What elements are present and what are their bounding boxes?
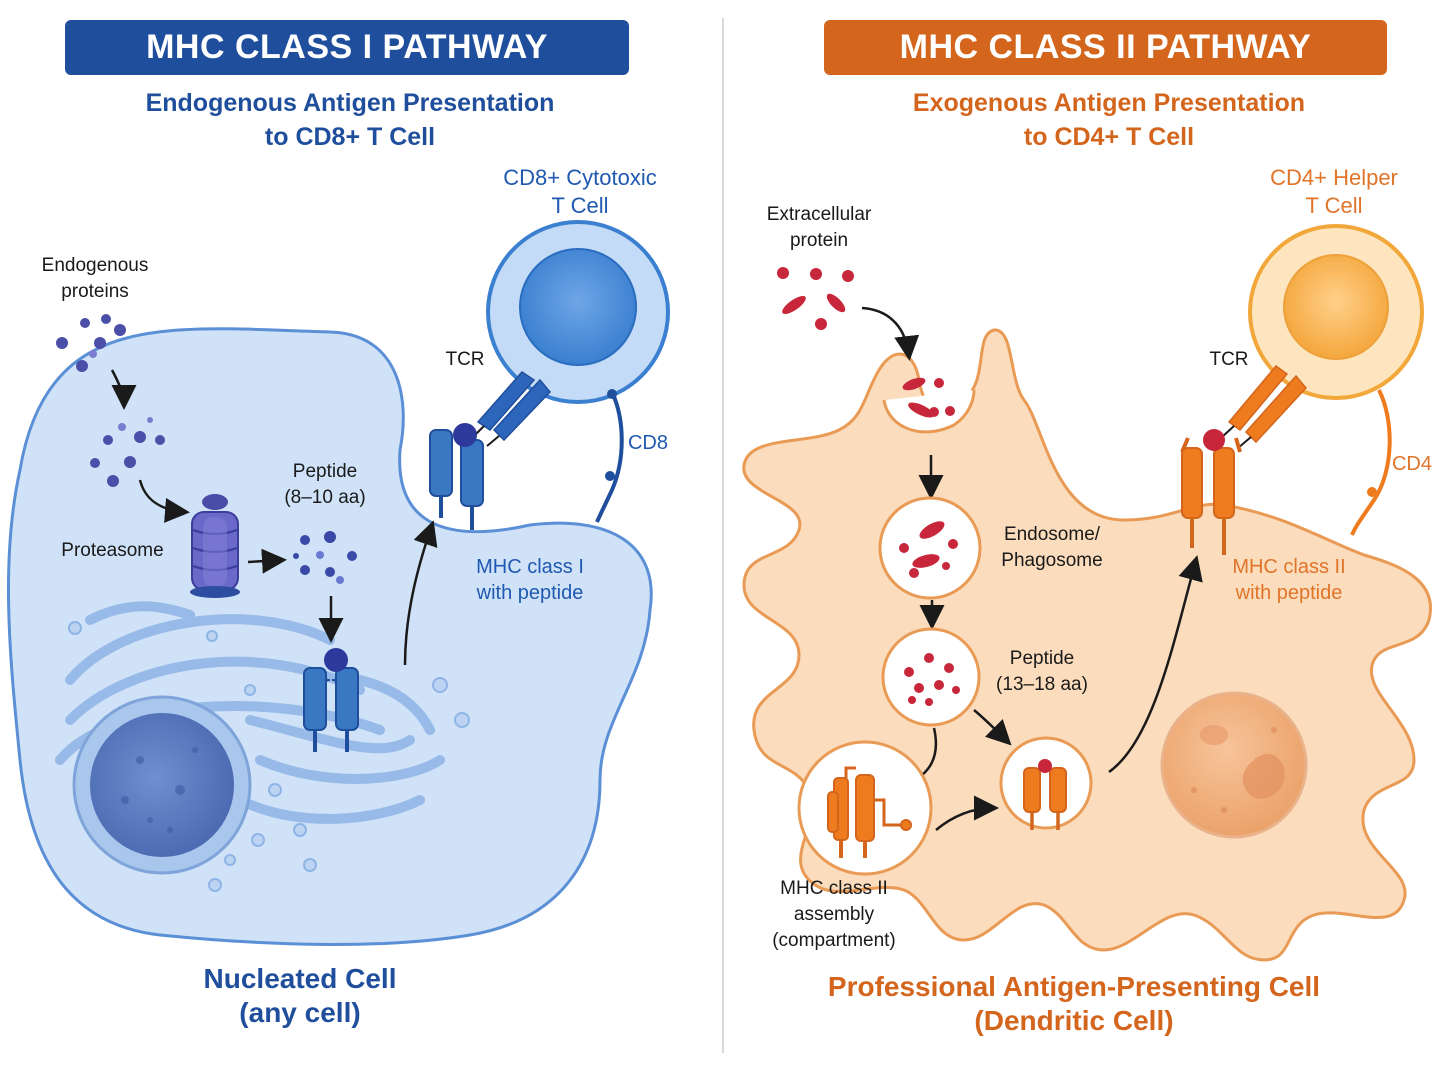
arrow-extracellular-to-uptake bbox=[861, 306, 920, 361]
mhc-class-i-banner: MHC CLASS I PATHWAY bbox=[65, 20, 629, 75]
cd8-label: CD8 bbox=[627, 432, 668, 454]
mhc-class-i-panel: MHC CLASS I PATHWAY Endogenous Antigen P… bbox=[0, 0, 722, 1086]
cd4-coreceptor-icon bbox=[1350, 389, 1392, 536]
panel-divider bbox=[722, 18, 724, 1053]
mhc-class-ii-surface-icon bbox=[1180, 429, 1242, 555]
mhc-class-ii-assembly-label: MHC class II assembly (compartment) bbox=[772, 878, 896, 951]
arrow-peptide-to-loading bbox=[973, 709, 1012, 746]
cd4-t-cell-label: CD4+ Helper T Cell bbox=[1270, 165, 1398, 218]
peptide-compartment-icon bbox=[881, 627, 981, 727]
arrow-assembly-to-loading bbox=[935, 795, 999, 831]
tcr-icon-right bbox=[1221, 364, 1307, 449]
mhc-class-i-subtitle: Endogenous Antigen Presentation to CD8+ … bbox=[145, 89, 555, 151]
mhc-class-ii-panel: MHC CLASS II PATHWAY Exogenous Antigen P… bbox=[724, 0, 1448, 1086]
mhc-class-i-illustration bbox=[6, 220, 670, 946]
endosome-icon bbox=[878, 496, 982, 600]
peptide-dots bbox=[293, 531, 357, 584]
proteasome-label: Proteasome bbox=[61, 540, 164, 561]
cd8-coreceptor-icon bbox=[595, 391, 624, 523]
mhc-class-ii-banner: MHC CLASS II PATHWAY bbox=[824, 20, 1387, 75]
mhc-class-ii-illustration bbox=[742, 224, 1433, 962]
extracellular-protein-label: Extracellular protein bbox=[766, 204, 872, 251]
peptide-label: Peptide (8–10 aa) bbox=[284, 461, 366, 508]
phagocytic-uptake bbox=[882, 377, 976, 434]
connector-peptide-assembly bbox=[921, 727, 938, 776]
nucleated-cell-title: Nucleated Cell (any cell) bbox=[203, 963, 397, 1028]
tcr-label: TCR bbox=[445, 349, 485, 370]
cd8-t-cell-icon bbox=[486, 220, 670, 404]
endogenous-proteins-label: Endogenous proteins bbox=[41, 255, 149, 302]
mhc-class-i-label: MHC class I with peptide bbox=[476, 556, 584, 604]
arrow-loading-to-surface bbox=[1108, 555, 1203, 774]
cd8-t-cell-label: CD8+ Cytotoxic T Cell bbox=[503, 165, 657, 218]
proteasome-icon bbox=[190, 494, 240, 598]
apc-nucleus bbox=[1160, 691, 1308, 839]
endogenous-protein-dots bbox=[56, 314, 126, 372]
mhc-class-ii-label: MHC class II with peptide bbox=[1232, 556, 1346, 604]
mhc-class-i-in-er-icon bbox=[303, 648, 359, 752]
arrow-fragments-to-proteasome bbox=[138, 479, 190, 523]
arrow-er-to-surface bbox=[403, 520, 438, 666]
tcr-label-right: TCR bbox=[1209, 349, 1249, 370]
peptide-loading-compartment-icon bbox=[999, 736, 1093, 830]
extracellular-protein-icons bbox=[777, 267, 854, 330]
apc-title: Professional Antigen-Presenting Cell (De… bbox=[827, 971, 1321, 1036]
endosome-label: Endosome/ Phagosome bbox=[1001, 524, 1103, 571]
vesicles bbox=[68, 621, 470, 892]
arrow-proteins-to-fragments bbox=[110, 369, 137, 410]
mhc-class-ii-subtitle: Exogenous Antigen Presentation to CD4+ T… bbox=[912, 89, 1306, 151]
peptide-label-right: Peptide (13–18 aa) bbox=[996, 648, 1088, 695]
arrow-proteasome-to-peptides bbox=[247, 548, 287, 574]
mhc-class-i-surface-icon bbox=[429, 423, 484, 530]
tcr-icon bbox=[473, 371, 552, 447]
protein-fragment-dots bbox=[90, 417, 165, 487]
nucleus bbox=[72, 695, 252, 875]
cd4-label: CD4 bbox=[1391, 453, 1432, 475]
mhc-class-ii-assembly-icon bbox=[797, 740, 933, 876]
cd4-t-cell-icon bbox=[1248, 224, 1424, 400]
